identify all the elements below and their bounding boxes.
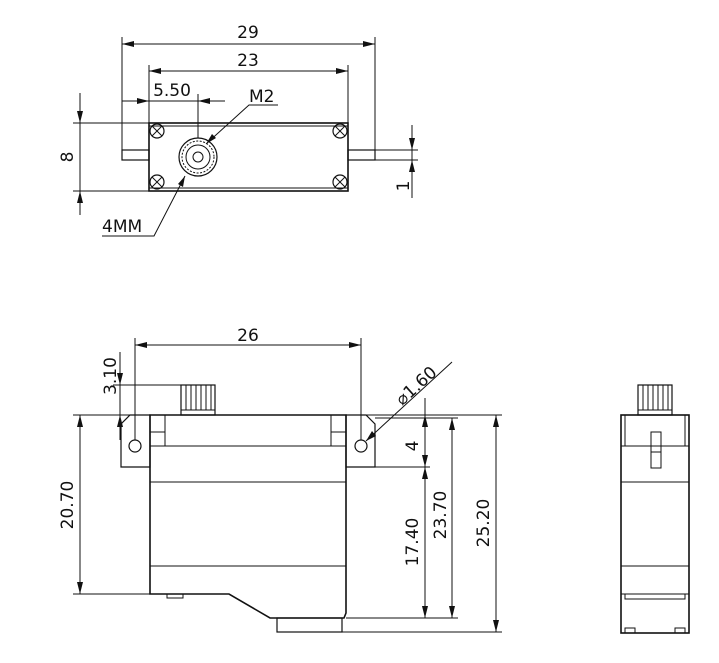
top-view-left-tab [121,149,150,161]
screw-icon [332,174,348,190]
dim-body-height: 20.70 [58,481,78,530]
dim-total-height: 25.20 [474,499,494,548]
dim-height-top: 8 [58,152,78,163]
front-view: 26 3.10 ⌀1.60 4 17.40 23.70 [58,326,502,633]
dim-overall-width: 29 [237,23,259,43]
dim-mount-spacing-front: 26 [237,326,259,346]
dim-mount-spacing-top: 23 [237,51,259,71]
side-spline-shaft [637,384,673,416]
side-label-window [650,431,662,469]
screw-icon [149,174,165,190]
screw-icon [332,123,348,139]
dim-hole-diameter: ⌀1.60 [392,363,441,410]
right-mount-hole [354,439,368,453]
spline-shaft [180,384,216,416]
dim-shaft-offset: 5.50 [153,81,191,101]
screw-icon [149,123,165,139]
dim-tab-thickness: 1 [394,181,414,192]
dim-tab-height: 17.40 [403,518,423,567]
left-mount-hole [128,439,142,453]
top-view: 29 23 5.50 M2 4MM 8 1 [58,23,418,237]
dim-thread: M2 [249,87,274,107]
dim-spline-height: 3.10 [101,357,121,395]
bottom-connector [276,617,343,633]
side-view-body-outline [620,414,690,634]
top-view-right-tab [347,149,376,161]
dim-case-height: 23.70 [431,491,451,540]
dim-spline: 4MM [102,217,142,237]
side-view [620,384,690,634]
dim-hole-offset: 4 [403,441,423,452]
front-view-body-outline [149,414,347,619]
output-shaft [178,137,218,177]
